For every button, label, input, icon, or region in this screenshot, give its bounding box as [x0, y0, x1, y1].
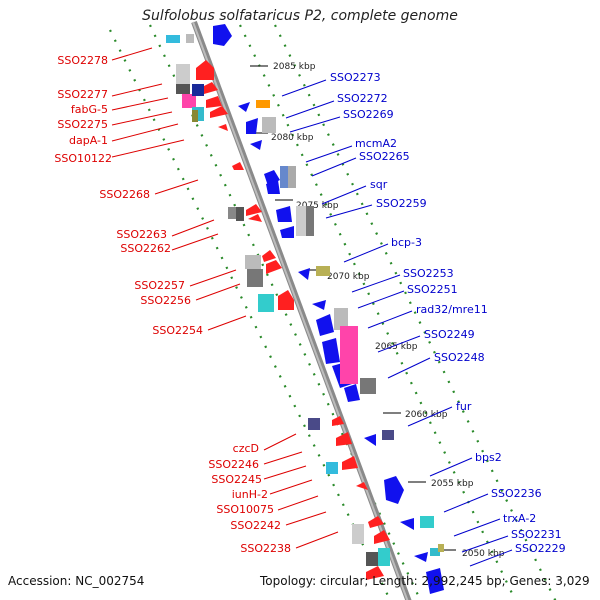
gene-label[interactable]: SSO2245 — [211, 473, 262, 486]
gene-label[interactable]: SSO2262 — [120, 242, 171, 255]
map-title: Sulfolobus solfataricus P2, complete gen… — [142, 8, 458, 24]
gene-label[interactable]: SSO10075 — [216, 503, 274, 516]
gene-label[interactable]: SSO2278 — [57, 54, 108, 67]
tick-label: 2070 kbp — [327, 272, 370, 282]
tick-label: 2075 kbp — [296, 201, 339, 211]
gene-label[interactable]: SSO2254 — [152, 324, 203, 337]
gene-label[interactable]: SSO2275 — [57, 118, 108, 131]
gene-label[interactable]: SSO2238 — [240, 542, 291, 555]
tick-label: 2065 kbp — [375, 342, 418, 352]
right-gene-labels: SSO2273 SSO2272 SSO2269 mcmA2 SSO2265 sq… — [330, 71, 566, 555]
gene-label[interactable]: SSO2259 — [376, 197, 427, 210]
gene-label[interactable]: fabG-5 — [71, 103, 108, 116]
gene-label[interactable]: SSO2242 — [230, 519, 281, 532]
tick-label: 2080 kbp — [271, 133, 314, 143]
gene-label[interactable]: mcmA2 — [355, 137, 397, 150]
gene-label[interactable]: fur — [456, 400, 472, 413]
gene-label[interactable]: czcD — [233, 442, 259, 455]
gene-label[interactable]: SSO2273 — [330, 71, 381, 84]
kbp-ticks: 2085 kbp 2080 kbp 2075 kbp 2070 kbp 2065… — [250, 62, 505, 559]
left-gene-labels: SSO2278 SSO2277 fabG-5 SSO2275 dapA-1 SS… — [54, 54, 291, 555]
gene-label[interactable]: SSO2229 — [515, 542, 566, 555]
tick-label: 2050 kbp — [462, 549, 505, 559]
gene-label[interactable]: dapA-1 — [69, 134, 108, 147]
gene-label[interactable]: bps2 — [475, 451, 502, 464]
gene-label[interactable]: bcp-3 — [391, 236, 422, 249]
left-strand-features — [166, 34, 390, 580]
gene-label[interactable]: trxA-2 — [503, 512, 536, 525]
genome-summary-text: Topology: circular; Length: 2,992,245 bp… — [260, 574, 590, 588]
right-leader-lines — [281, 79, 513, 567]
right-strand-features — [213, 24, 444, 594]
gene-label[interactable]: SSO2246 — [208, 458, 259, 471]
gene-label[interactable]: SSO2231 — [511, 528, 562, 541]
tick-label: 2055 kbp — [431, 479, 474, 489]
backbone — [191, 20, 412, 600]
left-leader-lines — [111, 47, 339, 549]
tick-label: 2060 kbp — [405, 410, 448, 420]
gene-label[interactable]: SSO2249 — [424, 328, 475, 341]
gene-label[interactable]: SSO2265 — [359, 150, 410, 163]
gene-label[interactable]: SSO10122 — [54, 152, 112, 165]
accession-text: Accession: NC_002754 — [8, 574, 145, 588]
gene-label[interactable]: SSO2263 — [116, 228, 167, 241]
gene-label[interactable]: SSO2277 — [57, 88, 108, 101]
gene-label[interactable]: SSO2253 — [403, 267, 454, 280]
gene-label[interactable]: SSO2269 — [343, 108, 394, 121]
lane-dots — [109, 24, 557, 600]
gene-label[interactable]: rad32/mre11 — [416, 303, 488, 316]
gene-label[interactable]: SSO2272 — [337, 92, 388, 105]
gene-label[interactable]: SSO2251 — [407, 283, 458, 296]
tick-label: 2085 kbp — [273, 62, 316, 72]
gene-label[interactable]: iunH-2 — [232, 488, 268, 501]
gene-label[interactable]: SSO2256 — [140, 294, 191, 307]
gene-label[interactable]: SSO2248 — [434, 351, 485, 364]
gene-label[interactable]: SSO2236 — [491, 487, 542, 500]
gene-label[interactable]: SSO2268 — [99, 188, 150, 201]
gene-label[interactable]: sqr — [370, 178, 388, 191]
gene-label[interactable]: SSO2257 — [134, 279, 185, 292]
